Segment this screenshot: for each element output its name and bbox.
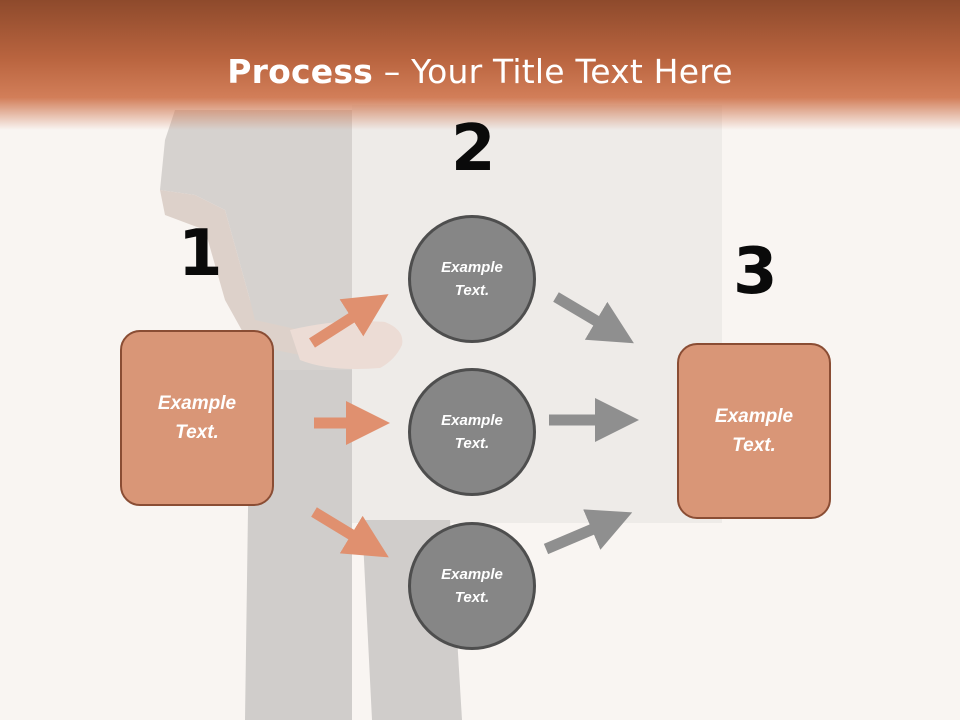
title-bold: Process (227, 52, 374, 91)
right-box-text: Example Text. (714, 406, 794, 456)
circle-middle-text: Example Text. (441, 412, 503, 452)
arrow-top-to-right (553, 292, 634, 344)
left-box-text: Example Text. (157, 393, 237, 443)
circle-top[interactable]: Example Text. (408, 215, 536, 343)
arrow-left-to-bottom (311, 507, 389, 558)
circle-bottom-text: Example Text. (441, 566, 503, 606)
title-rest: – Your Title Text Here (373, 52, 733, 91)
title-bar (0, 0, 960, 130)
circle-middle[interactable]: Example Text. (408, 368, 536, 496)
arrow-bottom-to-right (543, 509, 633, 555)
circle-top-text: Example Text. (441, 259, 503, 299)
arrow-left-to-top (309, 294, 389, 348)
step-number-1: 1 (178, 217, 223, 291)
step-number-3: 3 (733, 235, 778, 309)
slide-title: Process – Your Title Text Here (0, 52, 960, 91)
left-text-box[interactable]: Example Text. (120, 330, 274, 506)
circle-bottom[interactable]: Example Text. (408, 522, 536, 650)
right-text-box[interactable]: Example Text. (677, 343, 831, 519)
step-number-2: 2 (451, 112, 496, 186)
